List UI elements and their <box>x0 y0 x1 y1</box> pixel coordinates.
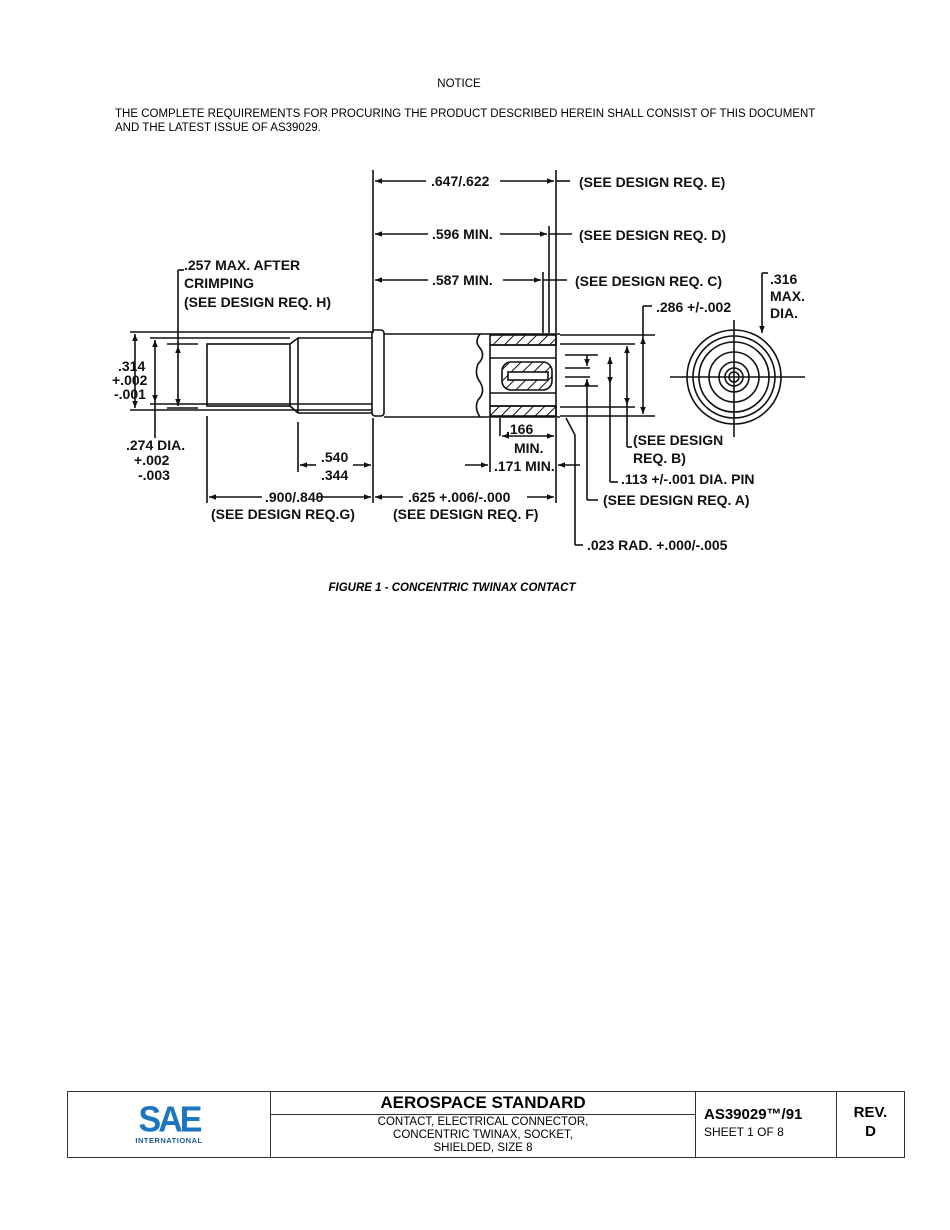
sae-logo-mark: SAE <box>138 1099 203 1140</box>
sae-logo: SAE INTERNATIONAL <box>68 1092 271 1157</box>
req-b-label-2: REQ. B) <box>633 450 686 466</box>
standard-heading: AEROSPACE STANDARD <box>271 1092 695 1115</box>
title-cell: AEROSPACE STANDARD CONTACT, ELECTRICAL C… <box>271 1092 696 1157</box>
dia-316-dia: DIA. <box>770 305 798 321</box>
dia-274-plus: +.002 <box>134 452 170 468</box>
revision-label: REV. <box>853 1104 888 1121</box>
crimp-label-3: (SEE DESIGN REQ. H) <box>184 294 331 310</box>
technical-drawing: .647/.622 (SEE DESIGN REQ. E) .596 MIN. … <box>112 170 805 553</box>
len-540-label: .540 <box>321 449 348 465</box>
dia-314-minus: -.001 <box>114 386 146 402</box>
dim-c-label: .587 MIN. <box>432 272 493 288</box>
dim-e-label: .647/.622 <box>431 173 490 189</box>
document-number: AS39029™/91 <box>704 1106 803 1123</box>
dim-d-label: .596 MIN. <box>432 226 493 242</box>
dia-314-value: .314 <box>118 358 145 374</box>
req-e-label: (SEE DESIGN REQ. E) <box>579 174 725 190</box>
req-d-label: (SEE DESIGN REQ. D) <box>579 227 726 243</box>
radius-label: .023 RAD. +.000/-.005 <box>587 537 728 553</box>
dia-316-value: .316 <box>770 271 797 287</box>
crimp-label-2: CRIMPING <box>184 275 254 291</box>
document-number-cell: AS39029™/91 SHEET 1 OF 8 <box>696 1092 837 1157</box>
figure-concentric-twinax-contact: .647/.622 (SEE DESIGN REQ. E) .596 MIN. … <box>0 160 950 560</box>
title-block: SAE INTERNATIONAL AEROSPACE STANDARD CON… <box>67 1091 905 1158</box>
dia-274-value: .274 DIA. <box>126 437 185 453</box>
figure-caption: FIGURE 1 - CONCENTRIC TWINAX CONTACT <box>328 582 576 594</box>
pin-dia-label: .113 +/-.001 DIA. PIN <box>621 471 754 487</box>
dia-316-max: MAX. <box>770 288 805 304</box>
sheet-number: SHEET 1 OF 8 <box>704 1125 784 1139</box>
len-900-label: .900/.840 <box>265 489 324 505</box>
len-625-label: .625 +.006/-.000 <box>408 489 511 505</box>
req-a-label: (SEE DESIGN REQ. A) <box>603 492 750 508</box>
notice-body: THE COMPLETE REQUIREMENTS FOR PROCURING … <box>115 108 816 134</box>
len-166-label: .166 <box>506 421 533 437</box>
subtitle-line: CONTACT, ELECTRICAL CONNECTOR, <box>377 1116 589 1128</box>
req-b-label-1: (SEE DESIGN <box>633 432 723 448</box>
dia-314-plus: +.002 <box>112 372 148 388</box>
len-344-label: .344 <box>321 467 348 483</box>
sae-logo-subtext: INTERNATIONAL <box>135 1135 203 1145</box>
req-g-label: (SEE DESIGN REQ.G) <box>211 506 355 522</box>
crimp-label-1: .257 MAX. AFTER <box>184 257 300 273</box>
dia-286-label: .286 +/-.002 <box>656 299 731 315</box>
standard-subtitle: CONTACT, ELECTRICAL CONNECTOR, CONCENTRI… <box>271 1115 695 1157</box>
req-f-label: (SEE DESIGN REQ. F) <box>393 506 538 522</box>
subtitle-line: CONCENTRIC TWINAX, SOCKET, <box>393 1129 573 1141</box>
revision-cell: REV. D <box>837 1092 904 1157</box>
len-171-label: .171 MIN. <box>494 458 555 474</box>
dia-274-minus: -.003 <box>138 467 170 483</box>
revision-value: D <box>865 1123 876 1140</box>
subtitle-line: SHIELDED, SIZE 8 <box>433 1142 533 1154</box>
notice-title: NOTICE <box>437 78 481 90</box>
len-166-min: MIN. <box>514 440 544 456</box>
req-c-label: (SEE DESIGN REQ. C) <box>575 273 722 289</box>
